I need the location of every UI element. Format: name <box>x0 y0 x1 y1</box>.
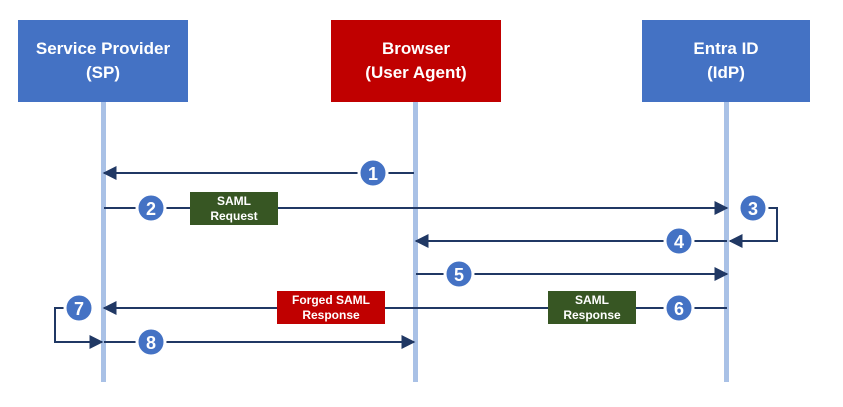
loop-step-7 <box>54 307 104 349</box>
tag-line: Forged SAML <box>292 292 370 307</box>
tag-line: Request <box>210 208 258 223</box>
step-badge-1: 1 <box>357 157 389 189</box>
tag-line: Response <box>302 307 360 322</box>
actor-title: Service Provider <box>35 39 171 58</box>
browser-box: Browser (User Agent) <box>331 20 501 102</box>
actor-subtitle: (SP) <box>86 63 120 82</box>
step-number: 7 <box>74 299 84 319</box>
step-badge-8: 8 <box>135 326 167 358</box>
step-number: 4 <box>674 232 684 252</box>
step-number: 1 <box>368 164 378 184</box>
saml-response-tag: SAML Response <box>548 291 636 324</box>
service-provider-box: Service Provider (SP) <box>18 20 188 102</box>
step-number: 6 <box>674 299 684 319</box>
step-number: 5 <box>454 265 464 285</box>
forged-saml-response-tag: Forged SAML Response <box>277 291 385 324</box>
actor-subtitle: (User Agent) <box>365 63 467 82</box>
actor-title: Entra ID <box>693 39 759 58</box>
step-badge-6: 6 <box>663 292 695 324</box>
step-number: 3 <box>748 199 758 219</box>
actor-title: Browser <box>381 39 451 58</box>
loop-step-3 <box>728 207 778 248</box>
sp-lifeline <box>101 102 106 382</box>
identity-provider-box: Entra ID (IdP) <box>642 20 810 102</box>
tag-line: SAML <box>217 193 251 208</box>
step-number: 8 <box>146 333 156 353</box>
tag-line: SAML <box>575 292 609 307</box>
step-badge-2: 2 <box>135 192 167 224</box>
step-number: 2 <box>146 199 156 219</box>
actor-subtitle: (IdP) <box>707 63 745 82</box>
step-badge-4: 4 <box>663 225 695 257</box>
step-badge-3: 3 <box>737 192 769 224</box>
step-badge-7: 7 <box>63 292 95 324</box>
step-badge-5: 5 <box>443 258 475 290</box>
saml-request-tag: SAML Request <box>190 192 278 225</box>
tag-line: Response <box>563 307 621 322</box>
